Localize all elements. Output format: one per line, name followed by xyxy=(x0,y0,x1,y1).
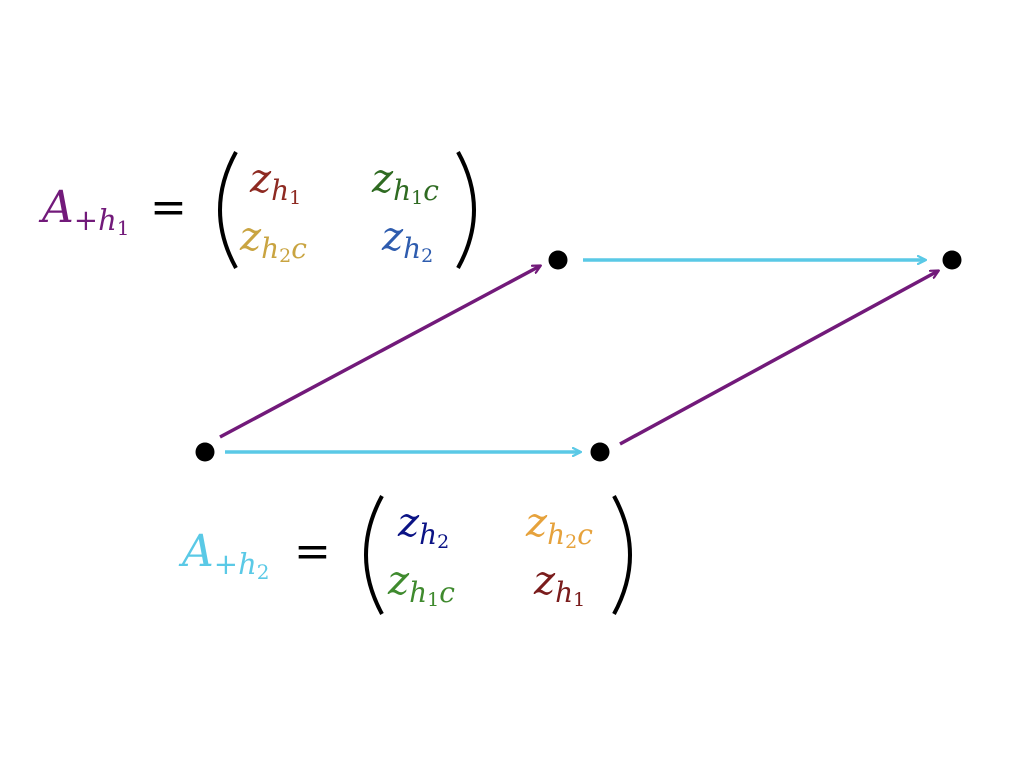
equation-bottom-lhs: A+h2 xyxy=(178,526,270,584)
matrix-top-entry-r1c2: zh1c xyxy=(371,156,439,209)
equation-bottom-equals: = xyxy=(294,526,331,577)
matrix-bottom-left-bracket xyxy=(364,495,384,615)
edge-h1-bottom-right-to-top-right xyxy=(619,271,938,446)
matrix-bottom-right-bracket xyxy=(612,495,632,615)
matrix-bottom-entry-r2c1: zh1c xyxy=(387,558,455,611)
equation-bottom: A+h2 = zh2 zh2c zh1c zh1 xyxy=(178,495,632,615)
matrix-top-entry-r2c1: zh2c xyxy=(239,214,307,267)
node-bottom-right xyxy=(590,442,610,462)
matrix-top-entry-r2c2: zh2 xyxy=(381,214,433,267)
matrix-bottom-entry-r1c1: zh2 xyxy=(397,500,449,553)
matrix-top-left-bracket xyxy=(218,151,238,269)
matrix-bottom-entry-r2c2: zh1 xyxy=(533,558,585,611)
equation-top-lhs: A+h1 xyxy=(38,182,130,240)
equation-top-equals: = xyxy=(150,182,187,233)
matrix-top-entry-r1c1: zh1 xyxy=(249,156,301,209)
equation-top: A+h1 = zh1 zh1c zh2c zh2 xyxy=(38,151,476,269)
matrix-top-right-bracket xyxy=(456,151,476,269)
node-top-middle xyxy=(548,250,568,270)
edge-h1-bottom-left-to-top-middle xyxy=(219,266,540,439)
node-top-right xyxy=(942,250,962,270)
node-bottom-left xyxy=(195,442,215,462)
matrix-bottom-entry-r1c2: zh2c xyxy=(525,500,593,553)
